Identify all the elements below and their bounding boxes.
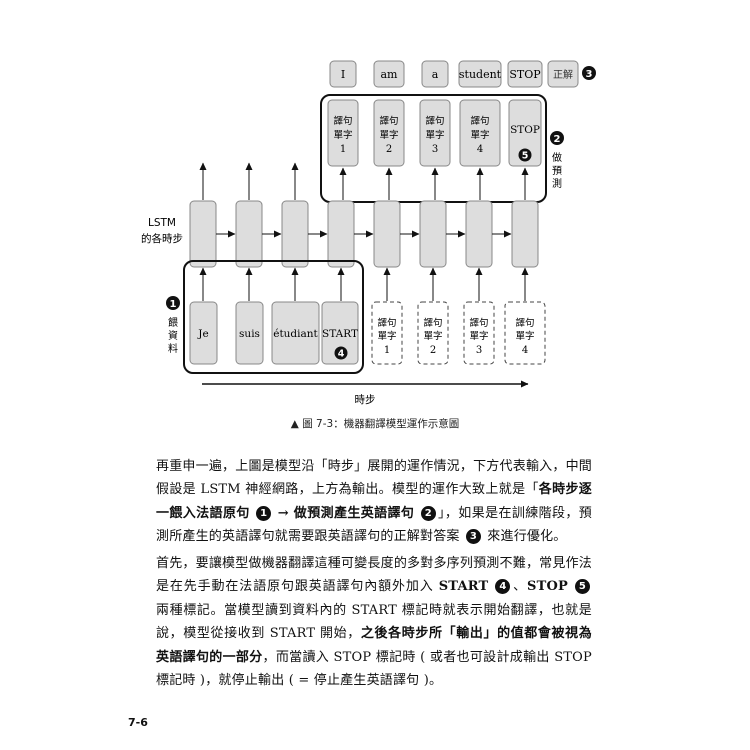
output-token: I — [341, 68, 345, 81]
page-number: 7-6 — [128, 716, 148, 729]
output-box — [373, 60, 405, 88]
prediction-line1: 譯句 — [379, 115, 398, 127]
prediction-number: 4 — [477, 144, 483, 155]
lstm-cell — [373, 200, 401, 268]
dashed-line1: 譯句 — [423, 317, 442, 329]
lstm-cell — [235, 200, 263, 268]
dashed-number: 2 — [430, 345, 436, 356]
dashed-input-box — [417, 301, 449, 365]
dashed-number: 3 — [476, 345, 482, 356]
lstm-label: LSTM — [148, 217, 176, 229]
input-token: suis — [239, 328, 260, 340]
stop-badge — [518, 148, 532, 162]
output-token: a — [432, 68, 439, 81]
prediction-cell — [419, 99, 451, 167]
input-box — [271, 301, 320, 365]
input-tokens: Je suis étudiant START 4 — [189, 301, 359, 365]
dashed-line1: 譯句 — [469, 317, 488, 329]
lstm-cell — [511, 200, 539, 268]
output-box — [507, 60, 543, 88]
dashed-inputs: 譯句 單字 1 譯句 單字 2 譯句 單字 3 譯句 單字 4 — [371, 301, 546, 365]
circled-number-5: 5 — [575, 579, 591, 595]
circled-number-2: 2 — [420, 505, 436, 521]
dashed-line2: 單字 — [423, 330, 442, 342]
input-token: START — [322, 328, 358, 340]
prediction-line2: 單字 — [333, 129, 352, 141]
dashed-line2: 單字 — [515, 330, 534, 342]
paragraph-2: 首先，要讓模型做機器翻譯這種可變長度的多對多序列預測不難，常見作法是在先手動在法… — [156, 556, 592, 689]
feed-badge — [166, 296, 180, 310]
prediction-number: 3 — [432, 144, 438, 155]
input-group-box — [183, 260, 364, 374]
predict-label-char: 測 — [552, 177, 562, 190]
prediction-cell-stop — [508, 99, 542, 167]
predict-badge-number: 2 — [554, 134, 561, 145]
dashed-line2: 單字 — [469, 330, 488, 342]
start-badge — [334, 346, 348, 360]
prediction-line1: 譯句 — [333, 115, 352, 127]
prediction-line2: 單字 — [425, 129, 444, 141]
feed-label-char: 資 — [168, 330, 178, 342]
answer-label: 正解 — [553, 68, 573, 81]
predict-badge — [550, 131, 564, 145]
dashed-line2: 單字 — [377, 330, 396, 342]
circled-number-3: 3 — [465, 529, 481, 545]
input-token: Je — [197, 328, 208, 340]
prediction-line2: 單字 — [470, 129, 489, 141]
lstm-cell — [327, 200, 355, 268]
lstm-cell — [281, 200, 309, 268]
start-badge-number: 4 — [338, 349, 345, 360]
predict-label-char: 做 — [552, 151, 562, 164]
output-tokens: I am a student STOP 正解 3 — [329, 60, 596, 88]
time-axis-label: 時步 — [355, 394, 376, 406]
prediction-stop-label: STOP — [510, 124, 540, 136]
answer-badge-number: 3 — [586, 69, 593, 80]
dashed-number: 4 — [522, 345, 528, 356]
dashed-input-box — [371, 301, 403, 365]
prediction-line1: 譯句 — [470, 115, 489, 127]
predict-label-char: 預 — [552, 165, 562, 177]
lstm-label-sub: 的各時步 — [141, 232, 183, 245]
dashed-line1: 譯句 — [515, 317, 534, 329]
output-box — [329, 60, 357, 88]
output-token: STOP — [509, 68, 541, 81]
prediction-cell — [459, 99, 501, 167]
feed-label-char: 料 — [168, 342, 178, 355]
answer-box — [547, 60, 579, 88]
figure-caption: ▲ 圖 7-3：機器翻譯模型運作示意圖 — [290, 418, 460, 430]
feed-badge-number: 1 — [170, 299, 177, 310]
stop-badge-number: 5 — [522, 151, 529, 162]
dashed-input-box — [463, 301, 495, 365]
prediction-line1: 譯句 — [425, 115, 444, 127]
feed-label-char: 餵 — [168, 316, 178, 329]
prediction-number: 1 — [340, 144, 346, 155]
output-token: am — [381, 68, 399, 81]
answer-badge — [582, 66, 596, 80]
input-box — [189, 301, 218, 365]
lstm-cell — [465, 200, 493, 268]
dashed-number: 1 — [384, 345, 390, 356]
prediction-cell — [373, 99, 405, 167]
lstm-cells — [189, 200, 539, 268]
prediction-cells: 譯句 單字 1 譯句 單字 2 譯句 單字 3 譯句 單字 4 STOP 5 — [327, 99, 542, 167]
output-token: student — [459, 68, 502, 81]
input-box — [321, 301, 359, 365]
dashed-line1: 譯句 — [377, 317, 396, 329]
input-box — [235, 301, 264, 365]
circled-number-4: 4 — [495, 579, 511, 595]
lstm-cell — [419, 200, 447, 268]
dashed-input-box — [504, 301, 546, 365]
prediction-line2: 單字 — [379, 129, 398, 141]
circled-number-1: 1 — [256, 505, 272, 521]
output-box — [421, 60, 449, 88]
lstm-cell — [189, 200, 217, 268]
prediction-cell — [327, 99, 359, 167]
paragraph-1: 再重申一遍，上圖是模型沿「時步」展開的運作情況，下方代表輸入，中間假設是 LST… — [156, 459, 593, 545]
output-box — [458, 60, 502, 88]
prediction-number: 2 — [386, 144, 392, 155]
input-token: étudiant — [273, 328, 318, 340]
seq2seq-diagram: I am a student STOP 正解 3 譯句 單字 1 譯句 單字 2… — [141, 60, 596, 406]
